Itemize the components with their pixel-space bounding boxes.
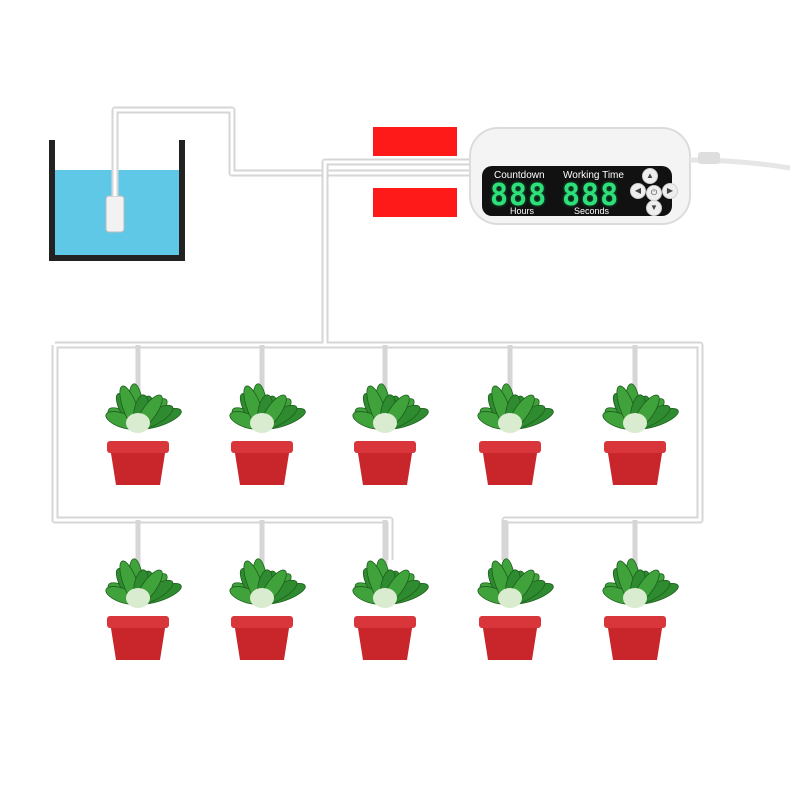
plant-bottom-4 (477, 558, 554, 660)
working-time-label: Working Time (563, 170, 624, 181)
plant-top-4 (477, 383, 554, 485)
power-icon[interactable]: ⏻ (646, 185, 662, 201)
working-time-display: 888 (562, 178, 620, 213)
controller-device (469, 127, 791, 225)
tape-strip-bottom (373, 188, 457, 217)
right-arrow-icon[interactable]: ▶ (662, 183, 678, 199)
countdown-display: 888 (490, 178, 548, 213)
device-display (482, 166, 672, 216)
plant-bottom-3 (352, 558, 429, 660)
plant-bottom-1 (105, 558, 182, 660)
plant-top-1 (105, 383, 182, 485)
seconds-label: Seconds (574, 206, 610, 216)
plant-top-5 (602, 383, 679, 485)
hours-label: Hours (510, 206, 535, 216)
up-arrow-icon[interactable]: ▲ (642, 168, 658, 184)
tape-strip-top (373, 127, 457, 156)
plant-top-3 (352, 383, 429, 485)
pump-icon (105, 195, 125, 233)
plant-bottom-2 (229, 558, 306, 660)
plant-bottom-5 (602, 558, 679, 660)
plant-top-2 (229, 383, 306, 485)
left-arrow-icon[interactable]: ◀ (630, 183, 646, 199)
countdown-label: Countdown (494, 170, 545, 181)
down-arrow-icon[interactable]: ▼ (646, 200, 662, 216)
